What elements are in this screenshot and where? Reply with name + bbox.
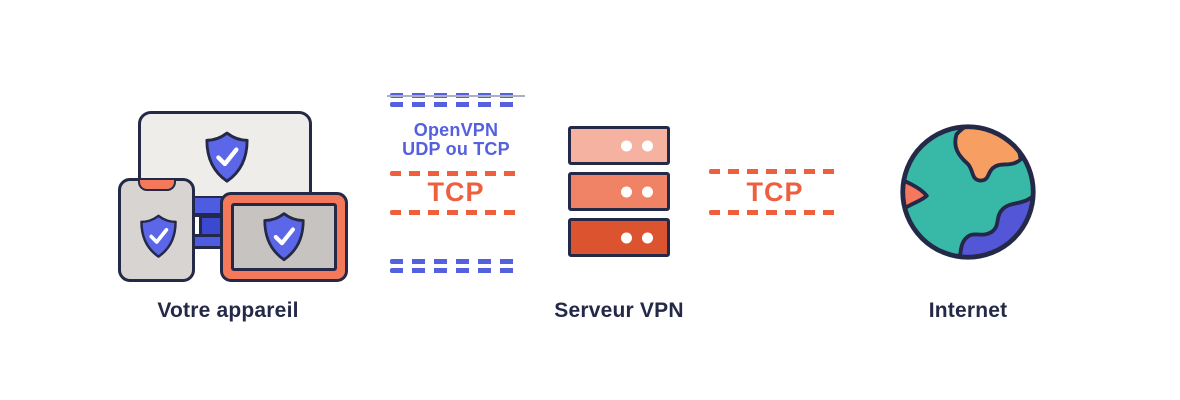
globe-icon [900, 124, 1036, 260]
phone-icon [118, 178, 195, 282]
openvpn-protocol-modes: UDP ou TCP [402, 139, 510, 159]
server-led [621, 186, 632, 197]
shield-check-icon [140, 214, 177, 258]
tcp-dashed-line-right-bottom [709, 210, 841, 215]
udp-thin-line [387, 95, 525, 97]
server-led [642, 232, 653, 243]
server-led [642, 186, 653, 197]
shield-check-icon [205, 131, 249, 183]
internet-label: Internet [928, 299, 1008, 322]
server-label: Serveur VPN [554, 299, 684, 322]
server-led [621, 232, 632, 243]
phone-notch [137, 180, 176, 191]
openvpn-protocol-name: OpenVPN [413, 120, 499, 140]
udp-dashed-line-top-2 [390, 102, 522, 107]
server-led [621, 140, 632, 151]
shield-check-icon [263, 212, 305, 262]
server-unit-middle [568, 172, 670, 211]
server-unit-top [568, 126, 670, 165]
tcp-label-left: TCP [427, 177, 485, 207]
openvpn-protocol-label: OpenVPN UDP ou TCP [388, 121, 524, 159]
server-led [642, 140, 653, 151]
server-unit-bottom [568, 218, 670, 257]
tcp-label-right: TCP [746, 177, 804, 207]
tablet-icon [220, 192, 348, 282]
tablet-screen [231, 203, 337, 271]
tcp-dashed-line-right-top [709, 169, 841, 174]
tcp-dashed-line-left-bottom [390, 210, 522, 215]
udp-dashed-line-bottom-2 [390, 268, 522, 273]
device-label: Votre appareil [157, 299, 299, 322]
udp-dashed-line-bottom-1 [390, 259, 522, 264]
tcp-dashed-line-left-top [390, 171, 522, 176]
